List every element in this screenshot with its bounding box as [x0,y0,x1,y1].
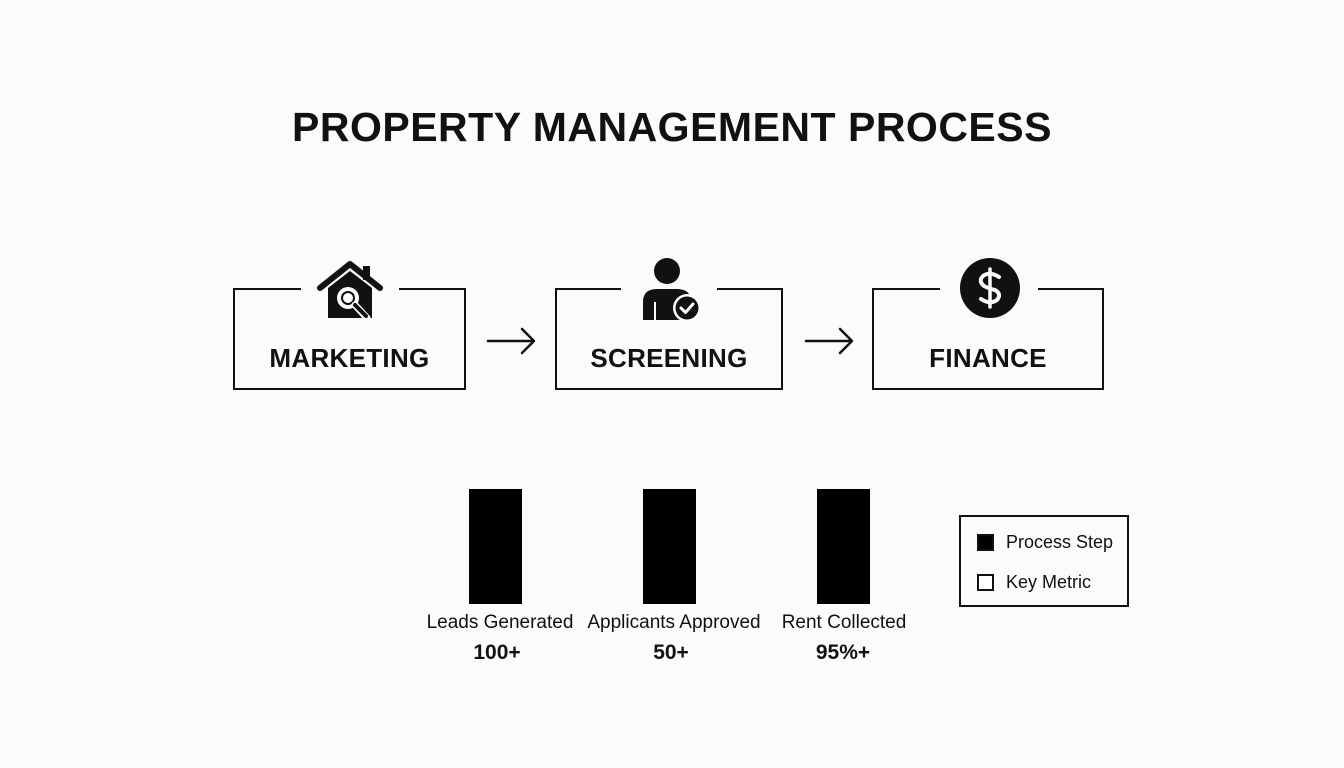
metric-label-rent: Rent Collected [781,612,907,633]
arrow-right-icon [486,327,536,355]
dollar-coin-icon [960,258,1020,318]
step-label-screening: SCREENING [590,343,748,373]
house-search-icon [317,261,383,322]
legend-swatch-empty [977,573,994,591]
metric-bar-applicants [643,489,696,604]
user-check-icon [643,258,701,322]
metric-value-applicants: 50+ [653,641,689,664]
legend-label-process-step: Process Step [1006,531,1114,552]
metric-value-rent: 95%+ [815,641,871,664]
legend-item-key-metric: Key Metric [977,571,1091,593]
metric-bar-rent [817,489,870,604]
legend-label-key-metric: Key Metric [1006,571,1092,592]
metric-value-leads: 100+ [473,641,521,664]
page-title: PROPERTY MANAGEMENT PROCESS [292,104,1052,150]
legend-item-process-step: Process Step [977,531,1113,553]
step-label-finance: FINANCE [929,343,1047,373]
arrow-right-icon [804,327,854,355]
metric-bar-leads [469,489,522,604]
step-marketing: MARKETING [233,261,466,390]
step-screening: SCREENING [555,258,783,390]
step-finance: FINANCE [872,258,1104,390]
metric-label-leads: Leads Generated [426,612,574,633]
metric-label-applicants: Applicants Approved [587,612,761,633]
legend-swatch-filled [977,533,994,551]
legend: Process Step Key Metric [959,515,1129,607]
step-label-marketing: MARKETING [269,343,430,373]
